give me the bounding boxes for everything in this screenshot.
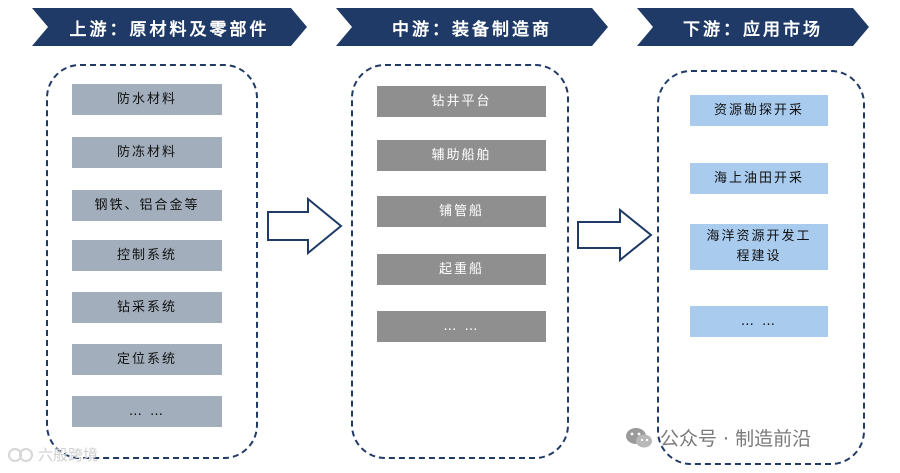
midstream-banner: 中游：装备制造商 (336, 8, 608, 46)
watermark-left: 六般跨境 (8, 444, 98, 465)
midstream-column (351, 64, 569, 459)
upstream-item: … … (72, 396, 222, 427)
upstream-item: 钻采系统 (72, 292, 222, 323)
downstream-item: 海上油田开采 (690, 163, 828, 194)
upstream-title: 上游：原材料及零部件 (69, 19, 270, 40)
flow-arrow-right-icon (267, 196, 343, 256)
midstream-title: 中游：装备制造商 (392, 19, 552, 40)
brand-logo-icon (8, 447, 33, 462)
midstream-item: 钻井平台 (377, 86, 546, 117)
upstream-item: 防水材料 (72, 84, 222, 115)
upstream-banner: 上游：原材料及零部件 (32, 8, 307, 46)
downstream-item: 海洋资源开发工 程建设 (690, 224, 828, 270)
watermark-left-text: 六般跨境 (38, 446, 99, 464)
midstream-item: 辅助船舶 (377, 140, 546, 171)
downstream-item: 资源勘探开采 (690, 95, 828, 126)
watermark-right-text: 公众号 · 制造前沿 (660, 428, 812, 450)
downstream-item: … … (690, 306, 828, 337)
upstream-item: 防冻材料 (72, 137, 222, 168)
downstream-banner: 下游：应用市场 (637, 8, 869, 46)
midstream-item: 起重船 (377, 254, 546, 285)
wechat-icon (626, 427, 652, 447)
watermark-right: 公众号 · 制造前沿 (624, 424, 811, 451)
flow-arrow-right-icon (577, 207, 653, 263)
downstream-title: 下游：应用市场 (683, 19, 823, 40)
upstream-item: 控制系统 (72, 240, 222, 271)
downstream-column (657, 70, 865, 465)
upstream-column (46, 64, 258, 459)
midstream-item: … … (377, 311, 546, 342)
midstream-item: 铺管船 (377, 196, 546, 227)
upstream-item: 定位系统 (72, 344, 222, 375)
upstream-item: 钢铁、铝合金等 (72, 190, 222, 221)
